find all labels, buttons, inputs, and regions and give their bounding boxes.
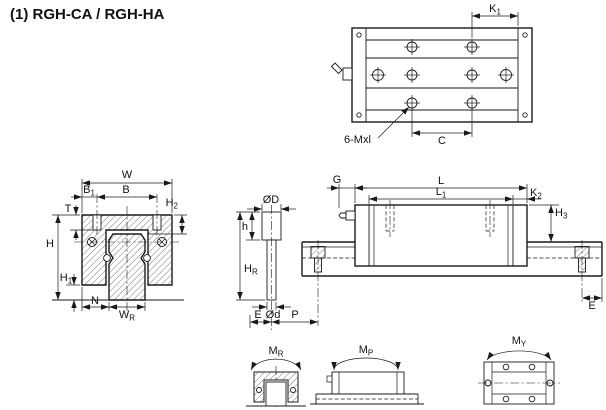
rotation-arrow-MP	[331, 357, 401, 371]
hidden-thread-holes	[385, 200, 495, 237]
dim-label-E-right: E	[588, 300, 595, 312]
side-view: G L L1 K2 H3 E	[301, 174, 603, 326]
dim-label-L1: L1	[436, 186, 447, 200]
dim-B1-B: B1 B	[71, 184, 157, 200]
dim-label-B1: B1	[83, 184, 95, 198]
rail-bolt-detail: ØD h HR Ød E P	[236, 194, 318, 330]
rail-bolt-right	[574, 240, 590, 302]
ball-right	[143, 254, 151, 262]
hole-note-label: 6-Mxl	[344, 134, 371, 146]
dim-label-C: C	[438, 135, 446, 147]
dim-h: h	[236, 211, 260, 241]
endcap-ports	[356, 32, 528, 118]
dim-N-WR: N WR	[81, 287, 146, 323]
rotation-arrow-MY	[486, 350, 552, 361]
dim-E-P: E P	[249, 309, 318, 328]
dim-K2: K2	[513, 187, 542, 202]
front-view: W B1 B H2 T H H1	[46, 169, 187, 323]
dim-label-T: T	[65, 203, 72, 215]
dim-L: L	[354, 175, 528, 203]
dim-H2: H2	[147, 197, 187, 235]
dim-label-WR: WR	[119, 309, 135, 323]
dim-label-E-left: E	[254, 309, 261, 321]
page-title: (1) RGH-CA / RGH-HA	[10, 6, 165, 23]
moment-label-MP: MP	[359, 344, 374, 358]
dim-label-Od: Ød	[266, 309, 281, 321]
dim-label-B: B	[122, 184, 129, 196]
dim-K1: K1	[471, 3, 519, 38]
dim-W: W	[81, 169, 173, 213]
dim-G: G	[327, 174, 367, 208]
dim-E-right: E	[582, 278, 603, 312]
dim-label-h: h	[242, 221, 248, 233]
dim-label-HR: HR	[244, 263, 258, 277]
dim-H: H	[46, 214, 80, 300]
dim-label-N: N	[91, 295, 99, 307]
dim-label-G: G	[333, 174, 342, 186]
block-side	[354, 204, 528, 267]
dim-C: C	[411, 110, 473, 147]
moment-mp-view: MP	[310, 344, 424, 405]
dim-H1: H1	[60, 272, 80, 312]
dim-L1: L1	[368, 186, 514, 204]
rail-bolt-left	[310, 240, 326, 326]
grease-nipple-side	[338, 210, 356, 221]
ball-left	[103, 254, 111, 262]
rotation-arrow-MR	[250, 358, 302, 371]
mounting-holes	[404, 39, 480, 111]
dim-label-H: H	[46, 238, 54, 250]
dim-Od: Ød	[252, 302, 291, 321]
dim-H3: H3	[529, 204, 568, 242]
dim-label-H1: H1	[60, 272, 73, 286]
grease-nipple-top	[330, 62, 353, 81]
moment-my-view: MY	[478, 335, 560, 405]
dim-OD: ØD	[247, 194, 296, 212]
dim-label-L: L	[438, 175, 444, 187]
moment-label-MY: MY	[512, 335, 527, 349]
dim-HR: HR	[236, 212, 265, 301]
dim-label-K2: K2	[530, 187, 542, 201]
note-6mxl: 6-Mxl	[344, 106, 410, 146]
dim-label-W: W	[122, 169, 133, 181]
top-view: K1 C 6-Mxl	[330, 3, 533, 147]
dim-label-H3: H3	[555, 207, 568, 221]
dim-label-H2: H2	[166, 197, 179, 211]
moment-mr-view: MR	[246, 345, 306, 408]
dim-label-K1: K1	[489, 3, 501, 17]
moment-label-MR: MR	[269, 345, 284, 359]
dim-label-OD: ØD	[263, 194, 280, 206]
dim-T: T	[65, 203, 93, 240]
dim-label-P: P	[291, 309, 298, 321]
